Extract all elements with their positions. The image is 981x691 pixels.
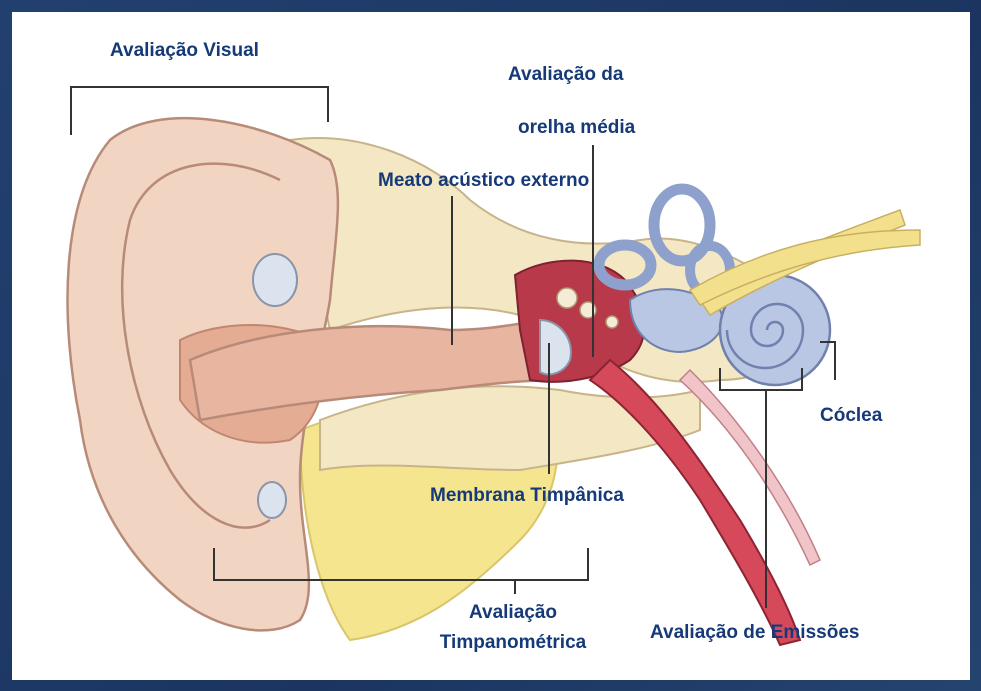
label-avaliacao-timpanometrica-line1: Avaliação [415, 602, 611, 624]
label-membrana-timpanica: Membrana Timpânica [430, 485, 624, 507]
malleus [557, 288, 577, 308]
tragus-cartilage [253, 254, 297, 306]
middle-ear-cavity [515, 261, 644, 382]
label-orelha-media: orelha média [518, 117, 635, 139]
label-avaliacao-visual: Avaliação Visual [110, 40, 259, 62]
lobule-cartilage [258, 482, 286, 518]
label-meato-acustico-externo: Meato acústico externo [378, 170, 589, 192]
label-avaliacao-timpanometrica-line2: Timpanométrica [415, 632, 611, 654]
label-coclea: Cóclea [820, 405, 882, 427]
label-avaliacao-de-emissoes: Avaliação de Emissões [650, 622, 859, 644]
label-avaliacao-da: Avaliação da [508, 64, 623, 86]
stapes [606, 316, 618, 328]
